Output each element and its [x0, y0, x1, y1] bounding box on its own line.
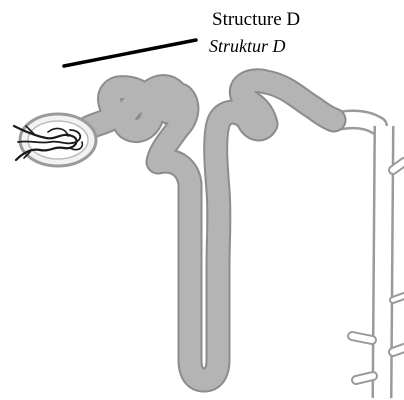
collecting-duct — [332, 119, 404, 398]
bowmans-capsule — [20, 114, 96, 166]
renal-tubule — [88, 81, 334, 380]
structure-label-malay: Struktur D — [209, 36, 286, 56]
structure-label-english: Structure D — [212, 9, 300, 30]
pointer-line — [64, 40, 196, 66]
